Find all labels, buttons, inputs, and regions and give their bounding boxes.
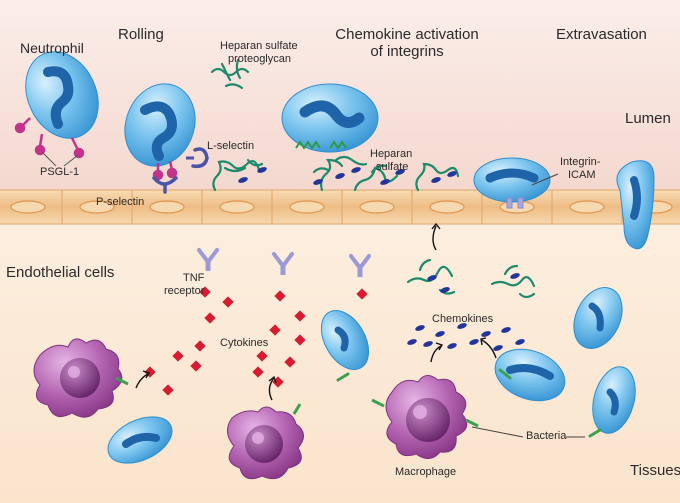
label-tnf-line1: TNF [182, 272, 205, 284]
neutrophil-adhered [473, 157, 551, 209]
stage-activation-line1: Chemokine activation [335, 26, 479, 43]
bacteria [336, 368, 602, 438]
label-hspg-line2: proteoglycan [228, 52, 291, 65]
neutrophil-transmigrating [616, 160, 655, 250]
label-tnf-receptor: TNF receptor [164, 272, 204, 297]
label-cytokines: Cytokines [220, 337, 269, 349]
label-heparan-sulfate: Heparan sulfate [370, 148, 412, 173]
label-neutrophil: Neutrophil [20, 40, 84, 56]
label-integrin-icam: Integrin- ICAM [560, 156, 600, 181]
macrophage-left [33, 338, 129, 418]
label-tnf-line2: receptor [164, 284, 205, 297]
label-p-selectin: P-selectin [96, 196, 145, 208]
label-bacteria: Bacteria [526, 430, 567, 442]
arrows [135, 222, 497, 401]
macrophage-middle [227, 403, 304, 480]
proteoglycan-group [210, 58, 536, 299]
label-macrophage: Macrophage [395, 466, 457, 478]
label-integrin-line2: ICAM [568, 168, 596, 181]
label-integrin-line1: Integrin- [560, 156, 601, 168]
macrophage-right [371, 375, 479, 459]
stage-activation: Chemokine activation of integrins [312, 26, 502, 61]
stage-extravasation: Extravasation [556, 26, 647, 43]
region-endothelial: Endothelial cells [6, 264, 115, 281]
label-heparan-line1: Heparan [370, 148, 413, 160]
stage-rolling: Rolling [118, 26, 164, 43]
label-hspg-line1: Heparan sulfate [220, 40, 298, 52]
stage-activation-line2: of integrins [370, 43, 444, 61]
endothelial-layer [0, 189, 680, 225]
tissue-neutrophils [107, 287, 636, 464]
region-lumen: Lumen [625, 110, 671, 127]
label-heparan-line2: sulfate [376, 160, 409, 173]
neutrophil-rolling [124, 83, 209, 194]
neutrophil-activating [281, 83, 379, 153]
label-chemokines: Chemokines [432, 313, 494, 325]
label-psgl1: PSGL-1 [40, 166, 80, 178]
label-l-selectin: L-selectin [207, 140, 255, 152]
label-hspg: Heparan sulfate proteoglycan [220, 40, 298, 65]
region-tissues: Tissues [630, 462, 680, 479]
neutrophil-floating [14, 51, 99, 159]
